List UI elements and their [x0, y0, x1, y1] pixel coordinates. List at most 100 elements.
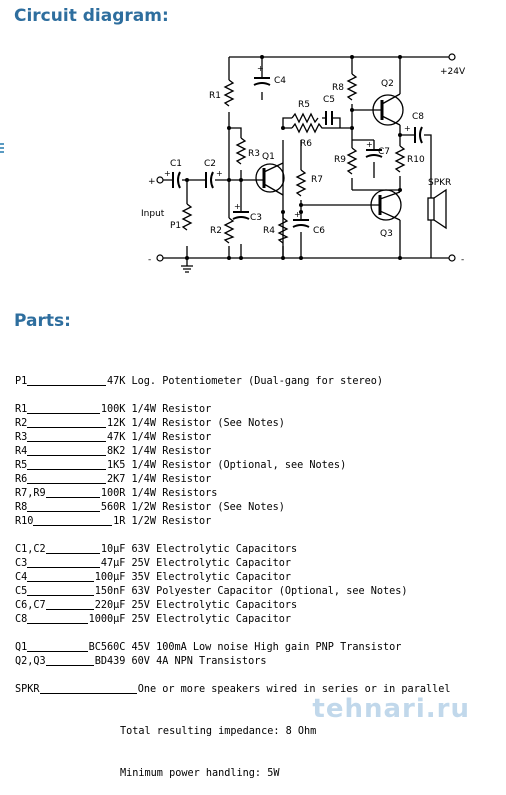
- parts-row: C8 1000µF 25V Electrolytic Capacitor: [15, 613, 451, 627]
- label-c2: C2: [204, 159, 216, 169]
- part-ref: R3: [15, 432, 28, 443]
- part-description: 45V 100mA Low noise High gain PNP Transi…: [131, 642, 402, 653]
- part-description: 1/4W Resistor: [131, 404, 212, 415]
- part-value: BC560C: [88, 642, 126, 653]
- part-description: 35V Electrolytic Capacitor: [131, 572, 291, 583]
- part-value: 220µF: [94, 600, 126, 611]
- part-leader-line: [45, 599, 94, 610]
- c3-plus: +: [234, 202, 241, 211]
- parts-row: R1 100K 1/4W Resistor: [15, 403, 451, 417]
- c8-plus: +: [404, 124, 411, 133]
- c1-plus: +: [164, 169, 171, 178]
- circuit-diagram-heading: Circuit diagram:: [14, 6, 169, 26]
- part-leader-line: [45, 487, 100, 498]
- part-leader-line: [27, 473, 106, 484]
- label-c3: C3: [250, 213, 262, 223]
- part-description: 1/2W Resistor: [131, 516, 212, 527]
- part-ref: R10: [15, 516, 34, 527]
- part-value: BD439: [94, 656, 126, 667]
- label-r6: R6: [300, 139, 312, 149]
- label-r4: R4: [263, 226, 275, 236]
- watermark: tehnari.ru: [312, 694, 470, 724]
- part-ref: C5: [15, 586, 28, 597]
- speaker-label: SPKR: [428, 178, 451, 188]
- part-ref: R2: [15, 418, 28, 429]
- part-value: 1000µF: [88, 614, 126, 625]
- part-description: 1/4W Resistor (See Notes): [131, 418, 285, 429]
- label-q3: Q3: [380, 229, 393, 239]
- part-value: 150nF: [94, 586, 126, 597]
- c7-plus: +: [366, 140, 373, 149]
- part-value: 560R: [100, 502, 126, 513]
- part-ref: C6,C7: [15, 600, 46, 611]
- minus-label: -: [461, 255, 464, 265]
- input-plus-label: +: [148, 177, 156, 187]
- part-ref: R6: [15, 474, 28, 485]
- part-ref: P1: [15, 376, 28, 387]
- c4-plus: +: [257, 64, 264, 73]
- parts-row: C4 100µF 35V Electrolytic Capacitor: [15, 571, 451, 585]
- part-leader-line: [27, 501, 100, 512]
- part-description: Log. Potentiometer (Dual-gang for stereo…: [131, 376, 384, 387]
- label-c6: C6: [313, 226, 325, 236]
- part-value: 10µF: [100, 544, 126, 555]
- part-leader-line: [45, 655, 94, 666]
- part-ref: C8: [15, 614, 28, 625]
- part-value: 12K: [107, 418, 126, 429]
- part-ref: C4: [15, 572, 28, 583]
- part-leader-line: [27, 417, 106, 428]
- parts-row: Q1 BC560C 45V 100mA Low noise High gain PN…: [15, 641, 451, 655]
- left-edge-marker: [0, 143, 5, 155]
- label-r1: R1: [209, 91, 221, 101]
- c6-plus: +: [294, 210, 301, 219]
- part-leader-line: [27, 571, 94, 582]
- part-leader-line: [27, 375, 106, 386]
- label-r3: R3: [248, 149, 260, 159]
- part-leader-line: [27, 613, 88, 624]
- part-ref: C1,C2: [15, 544, 46, 555]
- part-description: 1/4W Resistor (Optional, see Notes): [131, 460, 347, 471]
- part-value: 100µF: [94, 572, 126, 583]
- label-r7: R7: [311, 175, 323, 185]
- parts-row: R5 1K5 1/4W Resistor (Optional, see Notes): [15, 459, 451, 473]
- part-ref: C3: [15, 558, 28, 569]
- part-value: 8K2: [107, 446, 126, 457]
- part-leader-line: [33, 515, 113, 526]
- part-leader-line: [27, 431, 106, 442]
- part-description: 25V Electrolytic Capacitor: [131, 558, 291, 569]
- part-leader-line: [27, 403, 100, 414]
- part-description: One or more speakers wired in series or …: [137, 684, 451, 695]
- label-r5: R5: [298, 100, 310, 110]
- part-ref: R5: [15, 460, 28, 471]
- part-ref: Q1: [15, 642, 28, 653]
- part-description: 1/4W Resistors: [131, 488, 218, 499]
- part-leader-line: [27, 557, 100, 568]
- label-q2: Q2: [381, 79, 394, 89]
- part-ref: Q2,Q3: [15, 656, 46, 667]
- label-q1: Q1: [262, 152, 275, 162]
- label-c7: C7: [378, 147, 390, 157]
- part-value: 100K: [100, 404, 126, 415]
- label-r8: R8: [332, 83, 344, 93]
- label-r9: R9: [334, 155, 346, 165]
- part-ref: R1: [15, 404, 28, 415]
- part-value: 1K5: [107, 460, 126, 471]
- part-value: 100R: [100, 488, 126, 499]
- label-r10: R10: [407, 155, 425, 165]
- input-label: Input: [141, 209, 165, 219]
- part-ref: R4: [15, 446, 28, 457]
- part-leader-line: [27, 459, 106, 470]
- part-description: 25V Electrolytic Capacitor: [131, 614, 291, 625]
